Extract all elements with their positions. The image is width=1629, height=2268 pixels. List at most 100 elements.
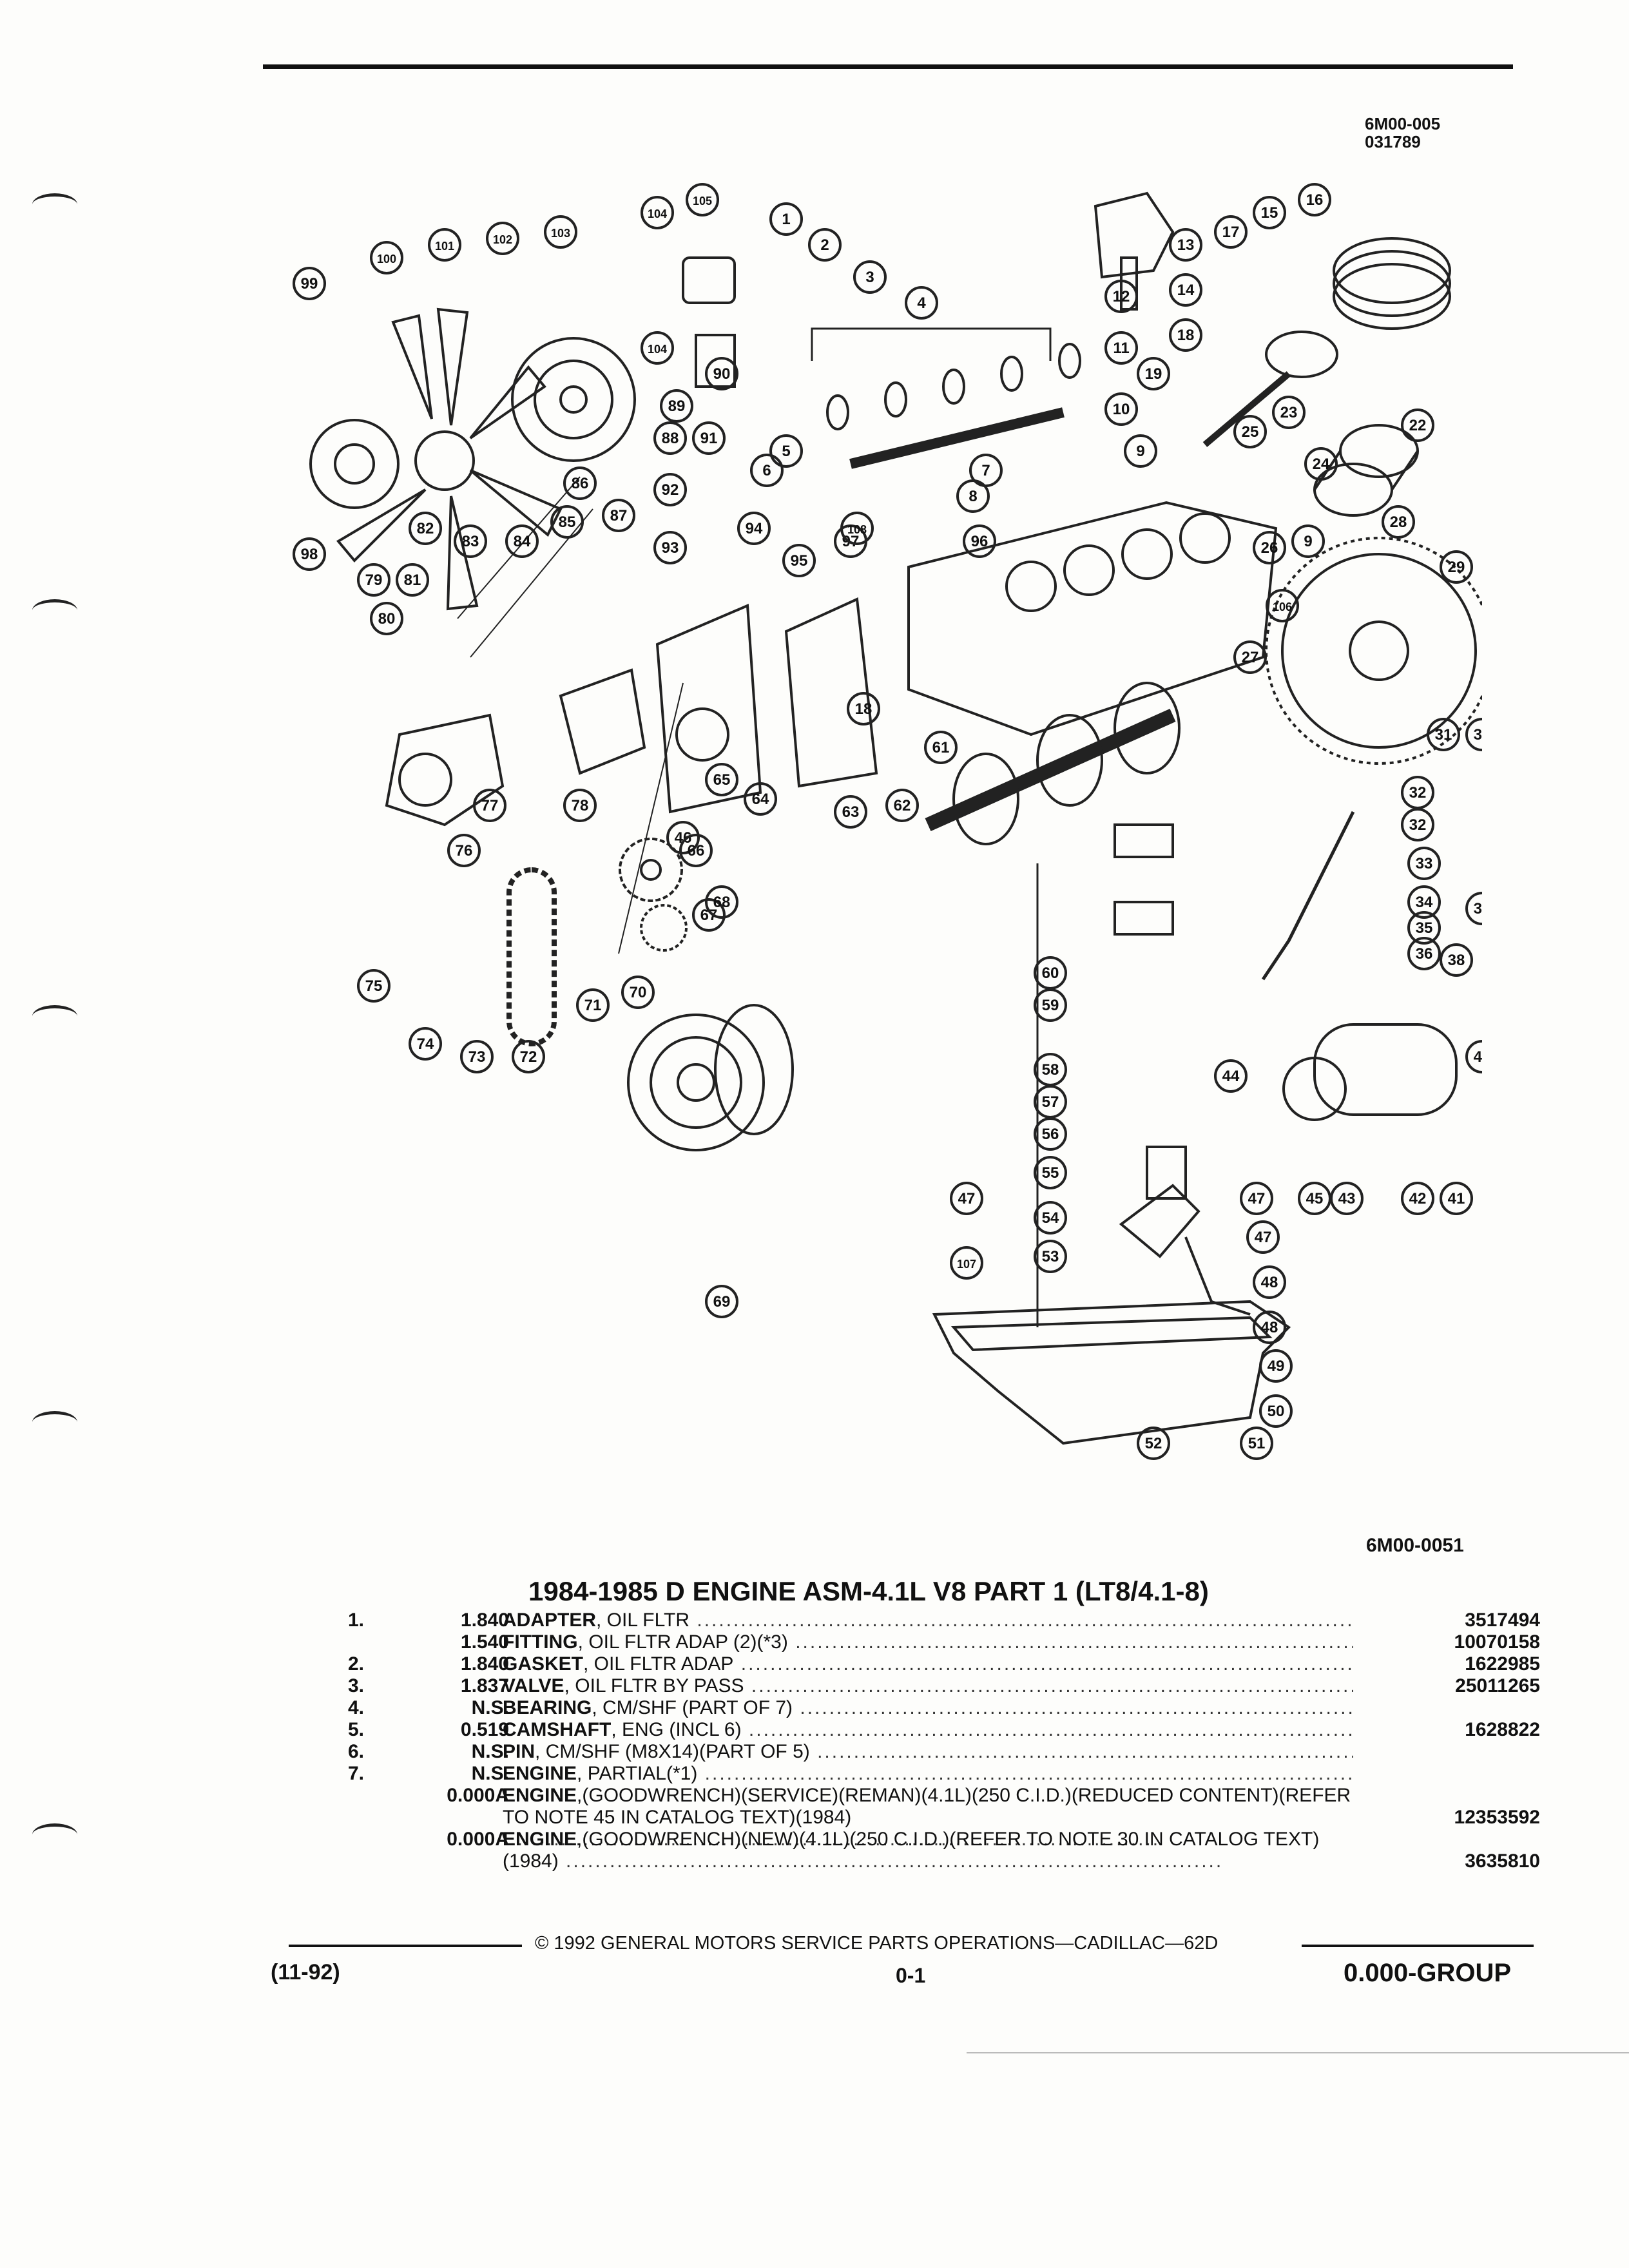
part-detail: , OIL FLTR bbox=[596, 1610, 690, 1631]
callout-bubble bbox=[1169, 228, 1202, 262]
part-description: CAMSHAFT, ENG (INCL 6) .................… bbox=[503, 1719, 1353, 1741]
callout-label: 101 bbox=[435, 240, 454, 253]
leader-dots: ........................................… bbox=[741, 1719, 1353, 1740]
callout-label: 23 bbox=[1280, 404, 1298, 421]
leader-dots: ........................................… bbox=[689, 1610, 1353, 1631]
callout-bubble bbox=[737, 512, 771, 545]
callout-label: 9 bbox=[1136, 443, 1144, 460]
callout-bubble bbox=[1407, 911, 1441, 945]
callout-bubble bbox=[666, 821, 700, 854]
oil-pump bbox=[1119, 1146, 1251, 1316]
part-quantity: N.S. bbox=[471, 1763, 509, 1784]
part-number: 3635810 bbox=[1465, 1850, 1540, 1872]
part-description: ENGINE, PARTIAL(*1) ....................… bbox=[503, 1763, 1353, 1785]
callout-bubble bbox=[808, 228, 842, 262]
callout-label: 41 bbox=[1448, 1190, 1465, 1207]
part-detail: , ENG (INCL 6) bbox=[611, 1719, 742, 1740]
callout-label: 49 bbox=[1268, 1358, 1285, 1375]
callout-label: 44 bbox=[1222, 1068, 1240, 1085]
binder-hole-mark bbox=[32, 599, 77, 622]
callout-label: 104 bbox=[648, 343, 667, 356]
callout-label: 88 bbox=[662, 430, 679, 447]
part-detail: ,(GOODWRENCH)(SERVICE)(REMAN)(4.1L)(250 … bbox=[503, 1785, 1351, 1828]
callout-label: 31 bbox=[1435, 726, 1452, 744]
callout-label: 100 bbox=[377, 253, 396, 265]
callout-label: 37 bbox=[1474, 900, 1482, 918]
part-detail: , PARTIAL(*1) bbox=[577, 1763, 698, 1784]
page-title: 1984-1985 D ENGINE ASM-4.1L V8 PART 1 (L… bbox=[528, 1576, 1209, 1606]
footer-date: (11-92) bbox=[271, 1960, 340, 1984]
timing-chain bbox=[506, 867, 557, 1046]
scan-artifact-line bbox=[967, 2052, 1629, 2053]
callout-bubble bbox=[1401, 1182, 1434, 1215]
callout-label: 8 bbox=[969, 488, 977, 505]
cylinder-liner bbox=[1313, 424, 1419, 517]
part-name: FITTING bbox=[503, 1631, 578, 1653]
callout-label: 18 bbox=[1177, 327, 1195, 344]
callout-label: 104 bbox=[648, 207, 667, 220]
callout-bubble bbox=[293, 537, 326, 571]
callout-label: 69 bbox=[713, 1293, 731, 1311]
callout-bubble bbox=[293, 267, 326, 300]
callout-bubble bbox=[686, 183, 719, 216]
callout-bubble bbox=[1465, 892, 1482, 925]
callout-label: 64 bbox=[752, 791, 769, 808]
callout-bubble bbox=[576, 988, 610, 1022]
callout-label: 34 bbox=[1416, 894, 1433, 911]
callout-bubble bbox=[1246, 1220, 1280, 1254]
callout-bubble bbox=[486, 222, 519, 255]
callout-label: 84 bbox=[514, 533, 531, 550]
callout-label: 16 bbox=[1306, 191, 1324, 209]
callout-label: 15 bbox=[1261, 204, 1278, 222]
callout-label: 47 bbox=[958, 1190, 976, 1207]
callout-label: 63 bbox=[842, 803, 860, 821]
callout-label: 58 bbox=[1042, 1061, 1059, 1079]
callout-bubble bbox=[705, 357, 738, 390]
callout-label: 96 bbox=[971, 533, 988, 550]
callout-bubble bbox=[1034, 1240, 1067, 1273]
main-bearing-caps bbox=[1113, 823, 1174, 936]
callout-bubble bbox=[769, 434, 803, 468]
footer-rule-left bbox=[289, 1945, 522, 1947]
callout-label: 80 bbox=[378, 610, 396, 628]
callout-label: 54 bbox=[1042, 1209, 1059, 1227]
flywheel bbox=[1265, 537, 1482, 765]
callout-label: 29 bbox=[1448, 559, 1465, 576]
callout-bubble bbox=[1382, 505, 1415, 539]
part-name: ENGINE bbox=[503, 1763, 577, 1784]
part-ref-number: 4. bbox=[348, 1697, 365, 1718]
callout-label: 89 bbox=[668, 398, 686, 415]
leader-dots: ........................................… bbox=[697, 1763, 1353, 1784]
callout-label: 83 bbox=[462, 533, 479, 550]
callout-label: 95 bbox=[791, 552, 808, 570]
callout-bubble bbox=[1298, 183, 1331, 216]
part-detail: , CM/SHF (M8X14)(PART OF 5) bbox=[535, 1741, 810, 1762]
part-name: VALVE bbox=[503, 1675, 564, 1696]
callout-label: 22 bbox=[1409, 417, 1427, 434]
callout-bubble bbox=[1214, 215, 1248, 249]
callout-bubble bbox=[1407, 885, 1441, 919]
callout-bubble bbox=[1407, 937, 1441, 970]
part-description: GASKET, OIL FLTR ADAP ..................… bbox=[503, 1653, 1353, 1675]
callout-bubble bbox=[1266, 589, 1299, 622]
callout-label: 53 bbox=[1042, 1248, 1059, 1265]
oil-pan bbox=[932, 1300, 1291, 1445]
callout-bubble bbox=[905, 286, 938, 320]
callout-label: 56 bbox=[1042, 1126, 1059, 1143]
part-name: BEARING bbox=[503, 1697, 592, 1718]
callout-label: 40 bbox=[1474, 1048, 1482, 1066]
callout-label: 48 bbox=[1261, 1319, 1278, 1336]
callout-label: 73 bbox=[468, 1048, 486, 1066]
callout-bubble bbox=[396, 563, 429, 597]
engine-exploded-diagram: 1234567899101112131415161718181919202122… bbox=[293, 183, 1482, 1460]
callout-label: 11 bbox=[1113, 340, 1129, 357]
callout-bubble bbox=[705, 763, 738, 796]
figure-id-top: 6M00-005 031789 bbox=[1365, 115, 1440, 151]
part-ref-number: 1. bbox=[348, 1610, 365, 1631]
callout-label: 92 bbox=[662, 481, 679, 499]
